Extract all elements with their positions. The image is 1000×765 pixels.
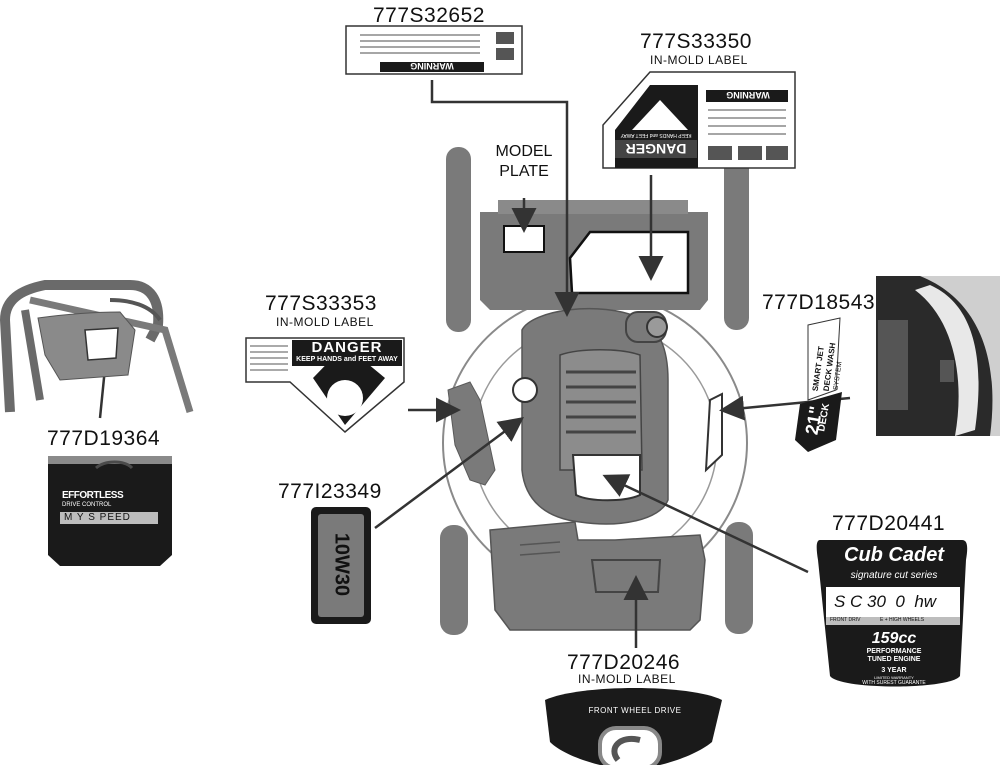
cubcadet-tuned: TUNED ENGINE xyxy=(867,656,921,663)
cubcadet-brand: Cub Cadet xyxy=(844,544,944,566)
cubcadet-row1: FRONT DRIV xyxy=(830,617,861,623)
cubcadet-warr2: LIMITED WARRANTY xyxy=(874,675,914,680)
engine-grille xyxy=(559,349,643,471)
air-filter-cap xyxy=(646,316,668,338)
part-number-777D20441: 777D20441 xyxy=(832,512,946,535)
danger-large-title: DANGER xyxy=(625,141,687,157)
warning-small-text: WARNING xyxy=(410,61,454,71)
label-front-wheel-drive xyxy=(545,688,722,765)
model-plate-box xyxy=(503,225,545,253)
front-wheel-drive-text: FRONT WHEEL DRIVE xyxy=(588,706,682,715)
part-number-777D18543: 777D18543 xyxy=(762,291,876,314)
cubcadet-series: signature cut series xyxy=(850,570,938,581)
leader-777D20441 xyxy=(602,474,809,574)
model-plate-line2: PLATE xyxy=(499,163,549,180)
leader-777I23349 xyxy=(374,417,525,530)
model-plate-label: MODEL PLATE xyxy=(484,142,564,182)
danger-left-subtitle: KEEP HANDS and FEET AWAY xyxy=(296,356,398,363)
part-number-777S33353: 777S33353 xyxy=(265,292,377,315)
in-mold-note-777D20246: IN-MOLD LABEL xyxy=(578,672,676,686)
part-number-777S33350: 777S33350 xyxy=(640,30,752,53)
danger-left-title: DANGER xyxy=(311,339,383,356)
label-drive-control xyxy=(48,456,172,566)
drive-line2: DRIVE CONTROL xyxy=(62,502,112,508)
part-number-777D20246: 777D20246 xyxy=(567,651,681,674)
label-danger-large xyxy=(602,71,796,169)
rear-left-wheel xyxy=(446,147,471,332)
bag-top-rim xyxy=(498,200,688,214)
part-number-777S32652: 777S32652 xyxy=(373,4,485,27)
danger-large-subtitle: KEEP HANDS and FEET AWAY xyxy=(620,132,692,138)
part-number-777D19364: 777D19364 xyxy=(47,427,161,450)
part-number-777I23349: 777I23349 xyxy=(278,480,382,503)
leader-777S32652 xyxy=(430,80,580,317)
deck-wash-port xyxy=(704,392,723,473)
rear-right-wheel xyxy=(724,145,749,330)
model-plate-line1: MODEL xyxy=(495,143,553,160)
in-mold-note-777S33350: IN-MOLD LABEL xyxy=(650,53,748,67)
engine-label-area xyxy=(571,454,641,502)
cubcadet-row1b: E + HIGH WHEELS xyxy=(880,617,925,623)
drive-line3: M Y S PEED xyxy=(64,512,131,523)
danger-large-warning: WARNING xyxy=(726,90,770,100)
cubcadet-perf: PERFORMANCE xyxy=(866,648,922,655)
cubcadet-warr: 3 YEAR xyxy=(881,667,907,674)
front-label-area xyxy=(590,559,662,593)
oil-cap xyxy=(512,377,538,403)
deck-photo xyxy=(876,276,1000,436)
front-right-wheel xyxy=(725,522,753,634)
cubcadet-cc: 159cc xyxy=(871,630,917,647)
front-left-wheel xyxy=(440,525,468,635)
label-danger-left xyxy=(245,337,405,433)
oil-text: 10W30 xyxy=(330,532,353,597)
in-mold-window xyxy=(568,230,690,295)
in-mold-note-777S33353: IN-MOLD LABEL xyxy=(276,315,374,329)
drive-line1: EFFORTLESS xyxy=(62,490,124,501)
cubcadet-warr3: WITH SUREST GUARANTE xyxy=(862,680,926,686)
label-deck-wash xyxy=(795,317,842,452)
cubcadet-model: S C 30 0 hw xyxy=(834,592,937,611)
label-warning-small xyxy=(345,25,523,75)
label-cubcadet xyxy=(816,540,968,687)
handle-drawing xyxy=(0,280,194,414)
